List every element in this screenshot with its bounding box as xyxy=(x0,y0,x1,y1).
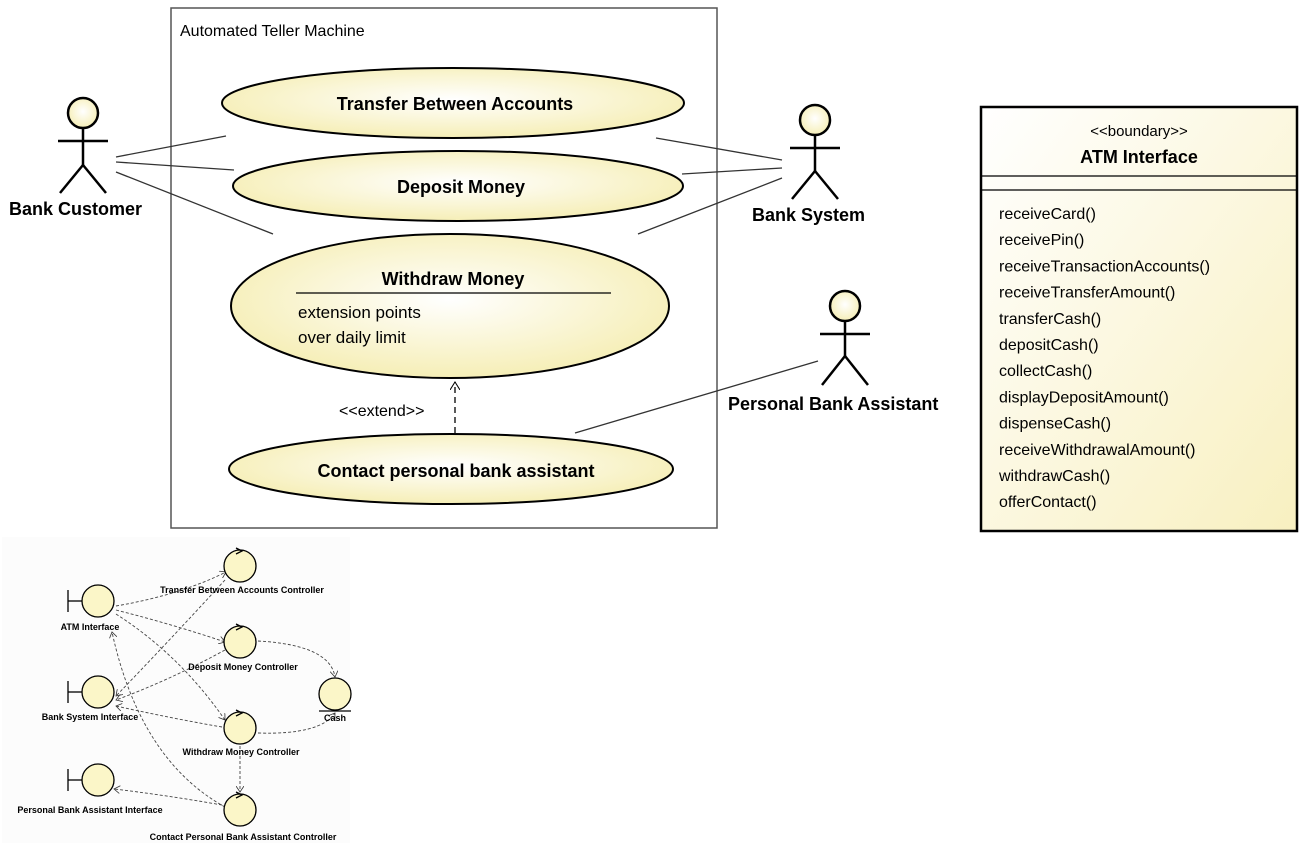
association-lines xyxy=(115,135,819,434)
boundary-personal-bank-assistant-interface[interactable] xyxy=(67,763,115,797)
class-operation: receiveTransactionAccounts() xyxy=(999,258,1210,275)
extend-label: <<extend>> xyxy=(339,403,424,420)
control-withdraw[interactable] xyxy=(223,709,257,745)
control-deposit[interactable] xyxy=(223,623,257,659)
boundary-atm-interface-label: ATM Interface xyxy=(61,622,120,632)
control-withdraw-label: Withdraw Money Controller xyxy=(183,747,300,757)
use-case-contact-label: Contact personal bank assistant xyxy=(317,461,594,481)
boundary-bank-system-interface[interactable] xyxy=(67,675,115,709)
class-operation: collectCash() xyxy=(999,363,1092,380)
class-name: ATM Interface xyxy=(1080,147,1198,167)
control-deposit-label: Deposit Money Controller xyxy=(188,662,298,672)
robustness-diagram: ATM Interface Bank System Interface Pers… xyxy=(2,537,352,843)
control-transfer[interactable] xyxy=(223,547,257,583)
atm-interface-class[interactable]: <<boundary>> ATM Interface receiveCard()… xyxy=(979,105,1299,533)
boundary-atm-interface[interactable] xyxy=(67,584,115,618)
class-operation: receiveCard() xyxy=(999,206,1096,223)
class-operation: offerContact() xyxy=(999,494,1097,511)
use-case-transfer-label: Transfer Between Accounts xyxy=(337,94,573,114)
class-operation: transferCash() xyxy=(999,311,1101,328)
actor-personal-bank-assistant[interactable] xyxy=(820,289,870,386)
use-case-deposit-label: Deposit Money xyxy=(397,177,525,197)
actor-bank-system[interactable] xyxy=(790,103,840,200)
class-operations: receiveCard() receivePin() receiveTransact… xyxy=(998,206,1210,511)
class-operation: receiveTransferAmount() xyxy=(999,285,1175,302)
extension-point-item: over daily limit xyxy=(298,328,406,347)
control-contact[interactable] xyxy=(223,791,257,827)
robustness-dependencies xyxy=(112,572,335,808)
class-operation: receivePin() xyxy=(999,232,1084,249)
control-transfer-label: Transfer Between Accounts Controller xyxy=(160,585,324,595)
actor-bank-customer-label: Bank Customer xyxy=(9,199,142,219)
entity-cash[interactable] xyxy=(318,677,352,712)
system-boundary-title: Automated Teller Machine xyxy=(180,23,365,40)
class-operation: withdrawCash() xyxy=(998,468,1110,485)
control-contact-label: Contact Personal Bank Assistant Controll… xyxy=(150,832,337,842)
boundary-bank-system-interface-label: Bank System Interface xyxy=(42,712,139,722)
actor-bank-system-label: Bank System xyxy=(752,205,865,225)
class-operation: dispenseCash() xyxy=(999,416,1111,433)
class-operation: receiveWithdrawalAmount() xyxy=(999,442,1196,459)
class-stereotype: <<boundary>> xyxy=(1090,123,1188,140)
actor-personal-bank-assistant-label: Personal Bank Assistant xyxy=(728,394,938,414)
class-operation: depositCash() xyxy=(999,337,1099,354)
use-case-deposit[interactable]: Deposit Money xyxy=(232,150,684,222)
class-operation: displayDepositAmount() xyxy=(999,389,1169,406)
boundary-personal-bank-assistant-interface-label: Personal Bank Assistant Interface xyxy=(17,805,162,815)
entity-cash-label: Cash xyxy=(324,713,346,723)
actor-bank-customer[interactable] xyxy=(58,96,108,194)
use-case-withdraw[interactable]: Withdraw Money extension points over dai… xyxy=(230,233,670,379)
use-case-withdraw-label: Withdraw Money xyxy=(382,269,525,289)
extension-points-header: extension points xyxy=(298,303,421,322)
use-case-transfer[interactable]: Transfer Between Accounts xyxy=(221,67,685,139)
use-case-contact[interactable]: Contact personal bank assistant xyxy=(228,433,674,505)
